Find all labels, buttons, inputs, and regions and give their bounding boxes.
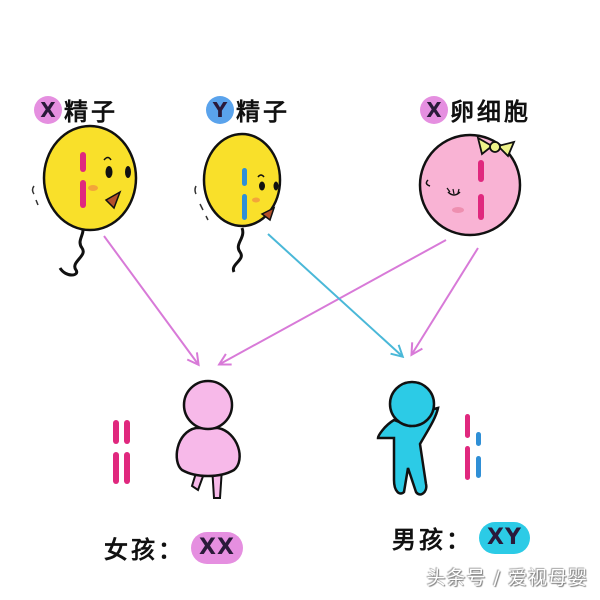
x-egg-label: X 卵细胞 <box>420 92 531 127</box>
arrow-egg-to-girl <box>220 239 447 364</box>
y-badge: Y <box>206 95 234 124</box>
bow-icon <box>476 136 516 158</box>
arrow-egg-to-boy <box>412 247 479 354</box>
girl-label: 女孩： XX <box>104 530 243 565</box>
arrows <box>103 233 479 364</box>
watermark: 头条号 / 爱视母婴 <box>426 567 588 589</box>
x-chromosome-icon <box>80 152 86 172</box>
y-sperm-illustration <box>194 132 282 273</box>
xy-karyotype-badge: XY <box>479 521 530 554</box>
boy-label: 男孩： XY <box>392 520 530 555</box>
x-badge: X <box>34 95 62 124</box>
y-sperm-label: Y 精子 <box>206 92 290 127</box>
x-sperm-illustration <box>31 124 138 277</box>
y-chromosome-icon <box>242 168 247 186</box>
xx-karyotype-badge: XX <box>191 531 243 564</box>
girl-illustration <box>113 379 241 499</box>
arrow-ysperm-to-boy <box>267 233 402 356</box>
x-egg-illustration <box>418 133 522 237</box>
x-badge: X <box>420 95 448 124</box>
arrow-xsperm-to-girl <box>103 235 198 364</box>
boy-illustration <box>376 380 481 496</box>
x-sperm-label: X 精子 <box>34 92 118 127</box>
